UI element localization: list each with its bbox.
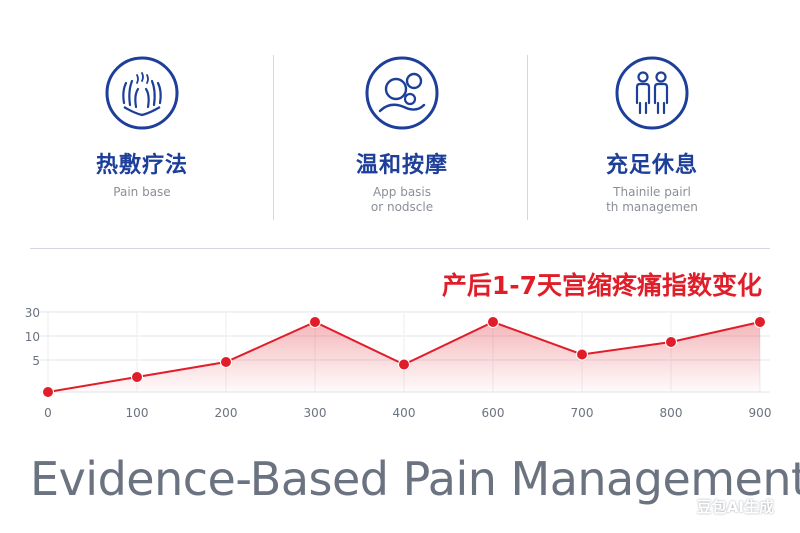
- hands-heat-icon: [104, 55, 180, 131]
- panel-adequate-rest: 充足休息 Thainile pairl th managemen: [562, 55, 742, 215]
- data-point: [42, 386, 54, 398]
- data-point: [754, 316, 766, 328]
- two-people-icon: [614, 55, 690, 131]
- panel-title: 充足休息: [605, 153, 698, 178]
- watermark: 豆包AI生成: [696, 498, 774, 516]
- horizontal-divider: [30, 248, 770, 249]
- data-point: [576, 348, 588, 361]
- data-point: [398, 358, 410, 371]
- x-tick-label: 0: [44, 406, 52, 420]
- x-tick-label: 800: [660, 406, 683, 420]
- x-tick-label: 300: [304, 406, 327, 420]
- panel-title: 温和按摩: [355, 153, 448, 178]
- x-tick-label: 100: [126, 406, 149, 420]
- panel-subtitle: App basis or nodscle: [370, 185, 434, 214]
- x-tick-label: 400: [393, 406, 416, 420]
- mother-baby-icon: [364, 55, 440, 131]
- vertical-divider: [273, 55, 274, 220]
- x-tick-label: 600: [482, 406, 505, 420]
- panel-subtitle: Thainile pairl th managemen: [606, 185, 698, 214]
- panel-title: 热敷疗法: [95, 153, 188, 178]
- y-tick-label: 5: [32, 354, 40, 368]
- panel-heat-therapy: 热敷疗法 Pain base: [52, 55, 232, 200]
- x-tick-label: 900: [749, 406, 772, 420]
- pain-index-chart: 0 100 200 300 400 600 700 800 900 30 10 5: [25, 306, 772, 420]
- vertical-divider: [527, 55, 528, 220]
- x-tick-label: 700: [571, 406, 594, 420]
- chart-area-fill: [48, 322, 760, 392]
- panel-gentle-massage: 温和按摩 App basis or nodscle: [312, 55, 492, 215]
- data-point: [309, 316, 321, 328]
- y-tick-label: 10: [25, 330, 40, 344]
- footer-tagline: Evidence-Based Pain Management: [30, 452, 800, 506]
- data-point: [131, 371, 143, 383]
- x-tick-label: 200: [215, 406, 238, 420]
- data-point: [220, 356, 232, 368]
- data-point: [487, 316, 499, 328]
- data-point: [665, 336, 677, 348]
- panel-subtitle: Pain base: [113, 185, 171, 199]
- chart-title: 产后1-7天宫缩疼痛指数变化: [441, 271, 762, 300]
- y-tick-label: 30: [25, 306, 40, 320]
